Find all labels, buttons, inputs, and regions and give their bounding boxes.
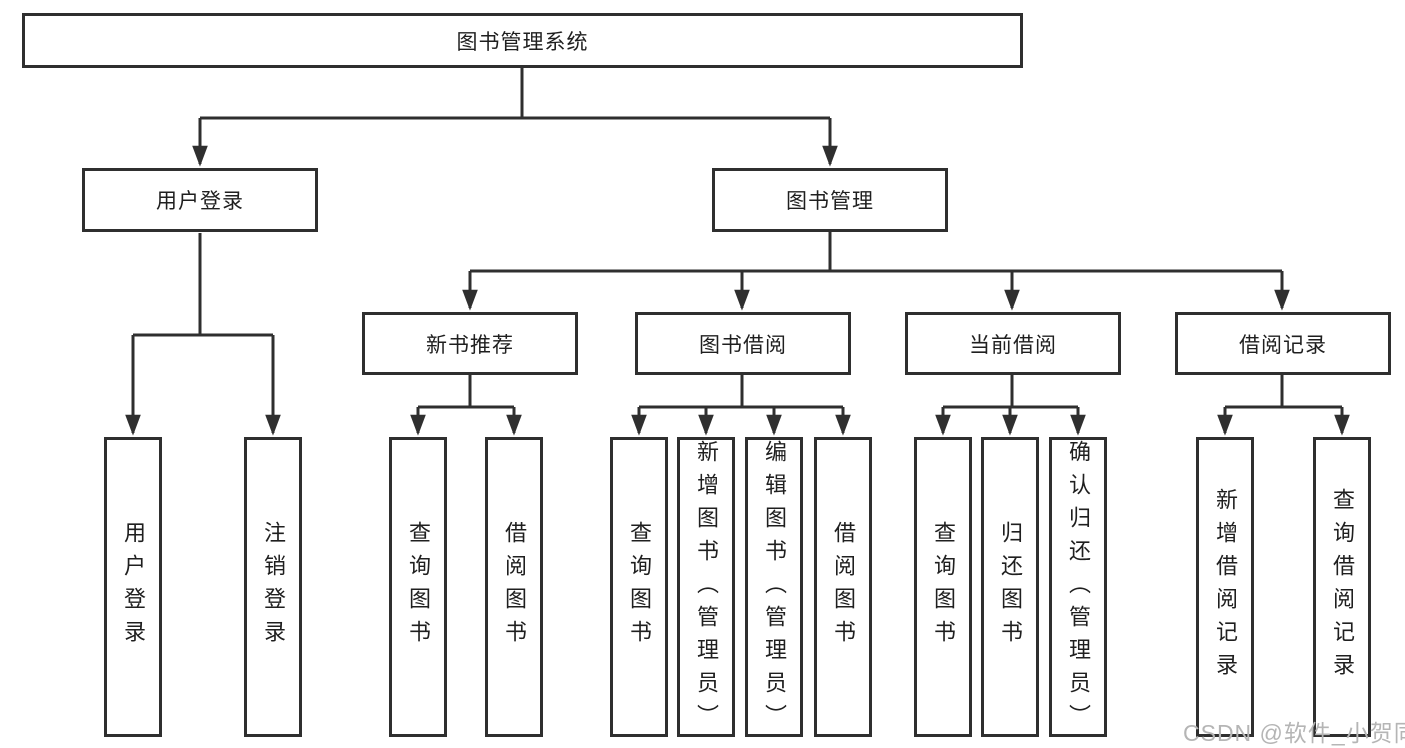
leaf-query-borrow-record: 查询借阅记录 [1313,437,1371,737]
leaf-borrow-books-borrowing: 借阅图书 [814,437,872,737]
node-user-login: 用户登录 [82,168,318,232]
node-new-book-recommend: 新书推荐 [362,312,578,375]
leaf-return-books: 归还图书 [981,437,1039,737]
node-current-borrowing: 当前借阅 [905,312,1121,375]
csdn-watermark: CSDN @软件_小贺同学 [1183,720,1405,746]
leaf-confirm-return-admin: 确认归还（管理员） [1049,437,1107,737]
connector-new-book-recommend-to-leaves [410,375,522,436]
node-library-management-system: 图书管理系统 [22,13,1023,68]
leaf-add-book-admin: 新增图书（管理员） [677,437,735,737]
leaf-logout: 注销登录 [244,437,302,737]
connector-book-borrowing-to-leaves [631,375,851,436]
leaf-borrow-books-recommend: 借阅图书 [485,437,543,737]
leaf-add-borrow-record: 新增借阅记录 [1196,437,1254,737]
leaf-query-books-recommend: 查询图书 [389,437,447,737]
connector-current-borrowing-to-leaves [935,375,1086,436]
leaf-query-books-borrowing: 查询图书 [610,437,668,737]
connector-root-to-level2 [192,68,838,167]
connector-user-login-to-leaves [125,233,281,436]
node-book-management: 图书管理 [712,168,948,232]
connector-book-management-to-level3 [462,232,1290,311]
connector-borrow-records-to-leaves [1217,375,1350,436]
leaf-user-login: 用户登录 [104,437,162,737]
leaf-query-books-current: 查询图书 [914,437,972,737]
node-borrow-records: 借阅记录 [1175,312,1391,375]
leaf-edit-book-admin: 编辑图书（管理员） [745,437,803,737]
node-book-borrowing: 图书借阅 [635,312,851,375]
